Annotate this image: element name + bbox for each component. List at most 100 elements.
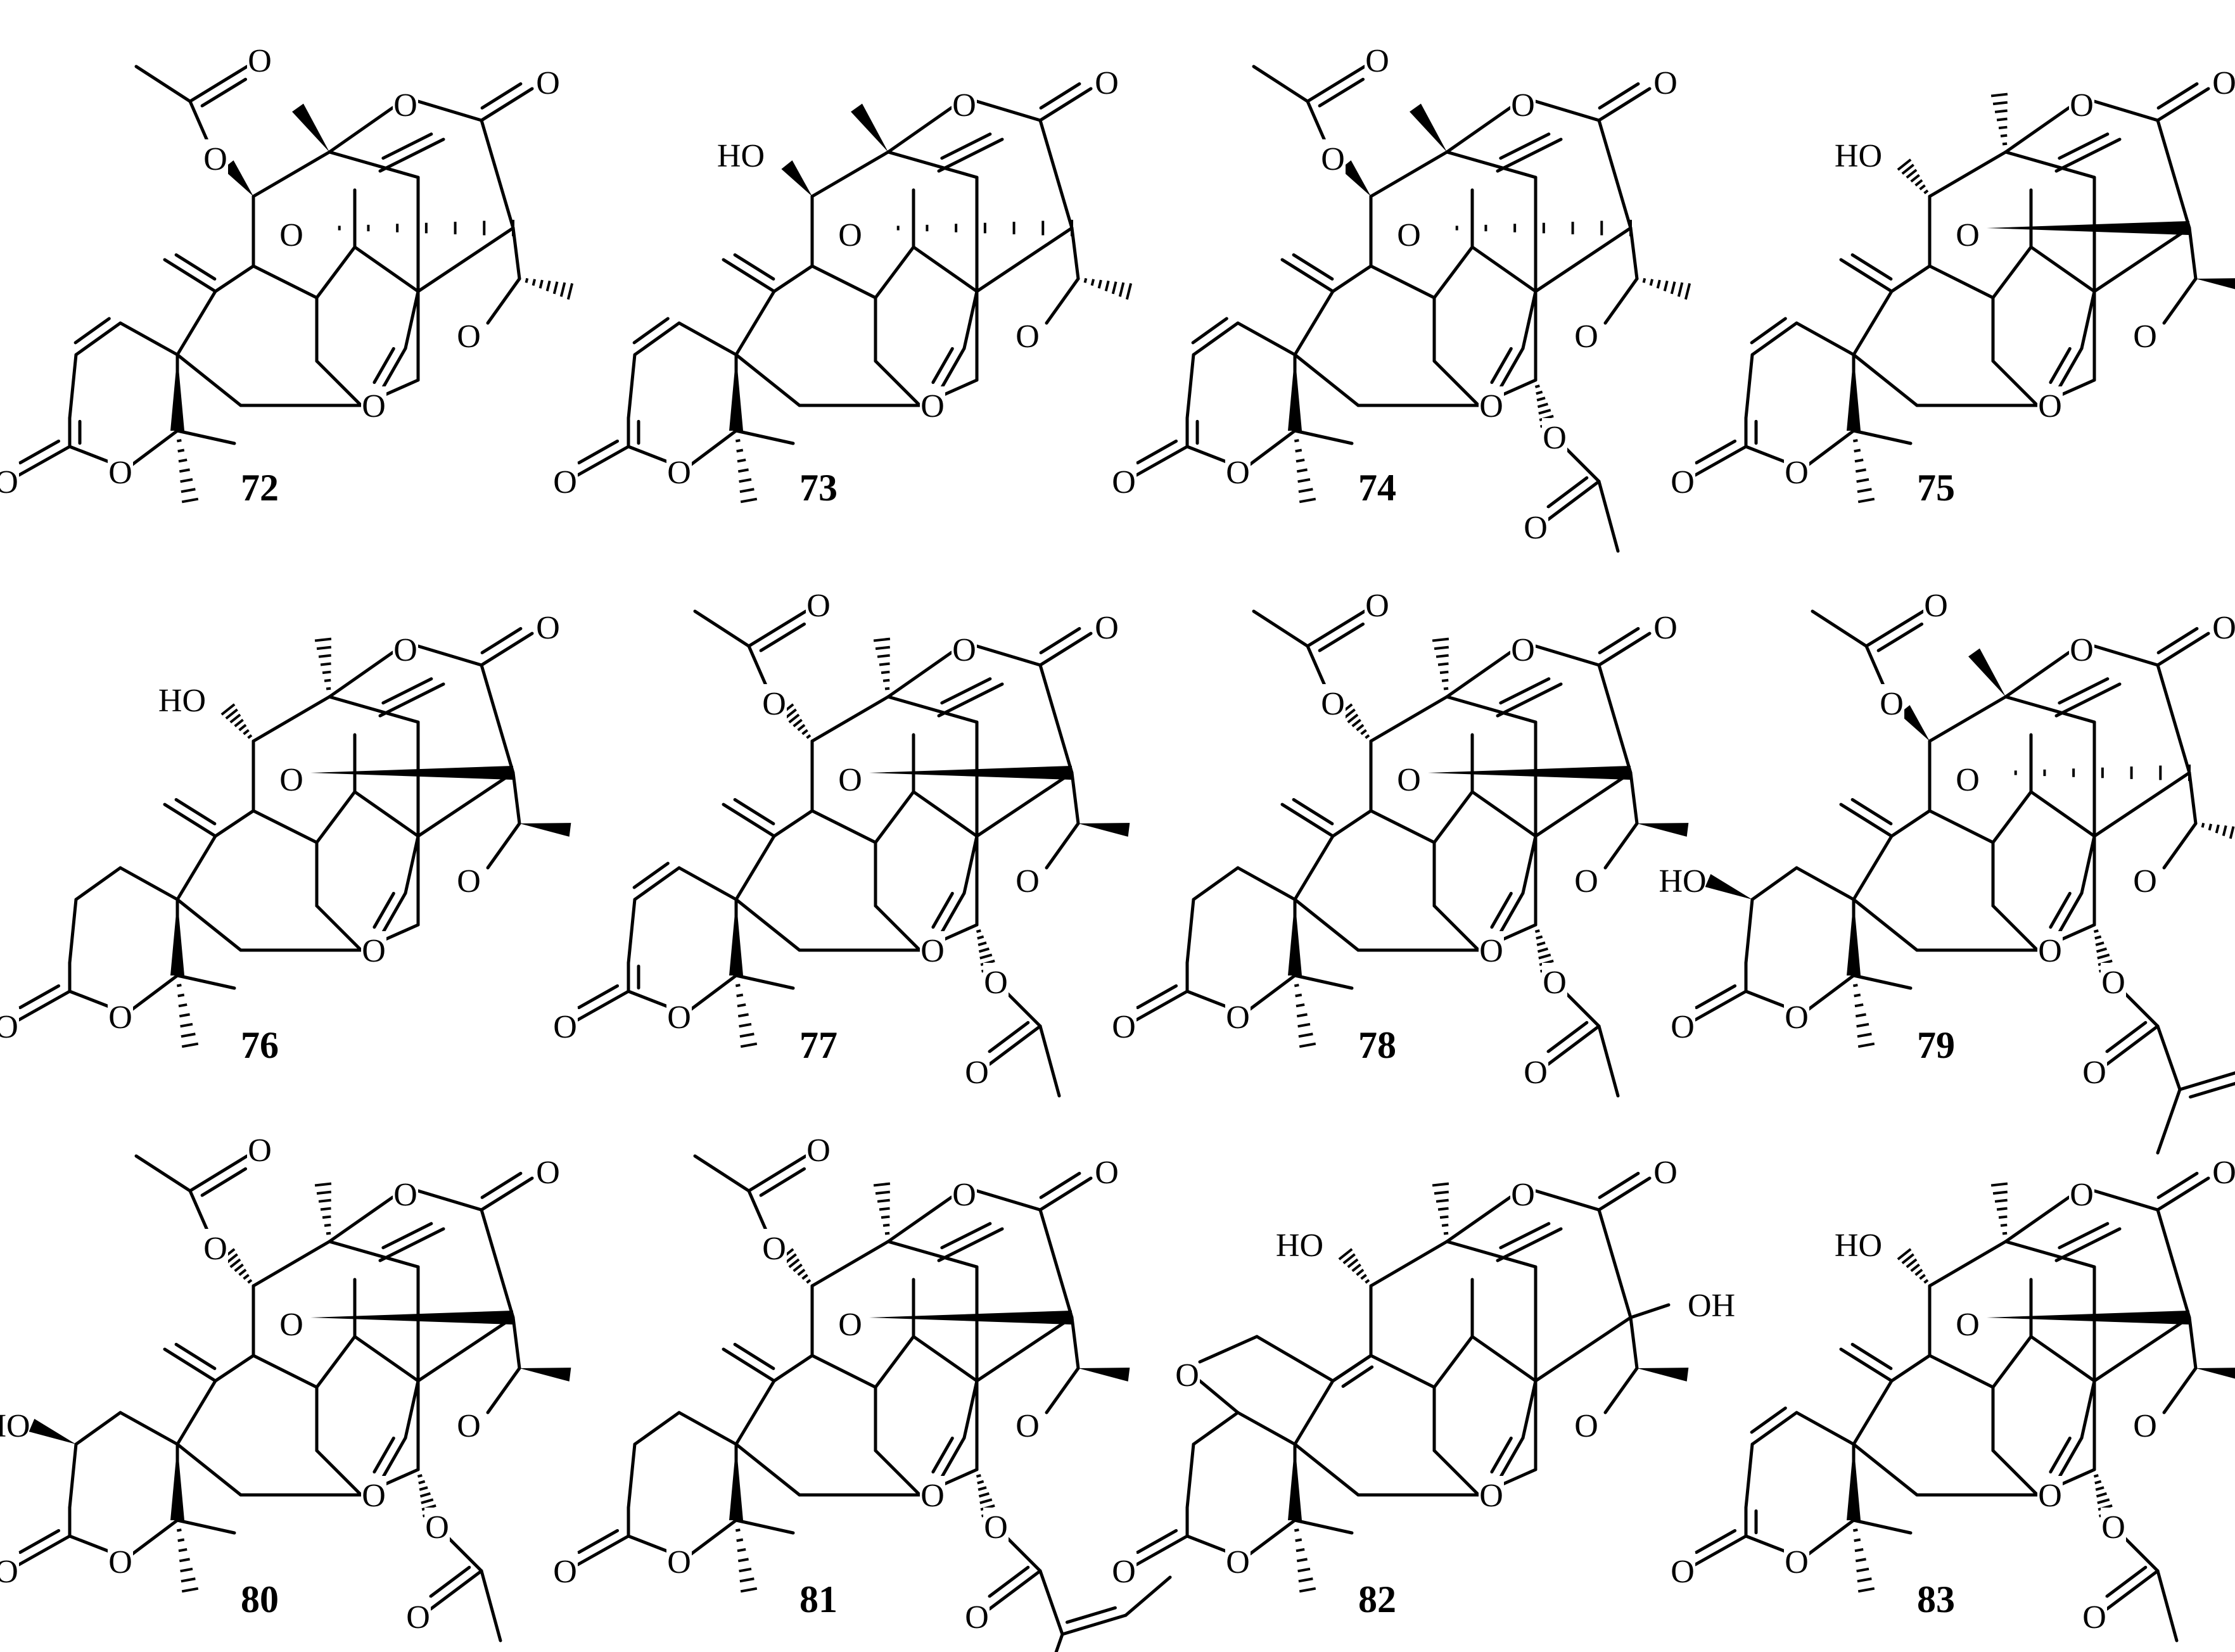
top-lactone-o: O bbox=[952, 87, 976, 124]
gem-methyl bbox=[734, 1518, 795, 1535]
lower-lactone-carbonyl bbox=[937, 1436, 966, 1484]
exo-methylene-inner bbox=[174, 253, 217, 281]
c15-methyl-wedge bbox=[1078, 1368, 1130, 1382]
c11-hydroxyl: HO bbox=[717, 138, 765, 174]
c4-wedge bbox=[1288, 355, 1302, 431]
lower-lactone-o: O bbox=[457, 863, 481, 899]
ring-b-bond bbox=[734, 898, 801, 952]
lower-lactone-bond bbox=[962, 1379, 979, 1440]
c7-angelate-carbonyl-inner bbox=[988, 1565, 1030, 1598]
ring-a-bond bbox=[1242, 1518, 1297, 1560]
c12-methyl-hashed bbox=[1432, 1182, 1449, 1235]
top-lactone-bond bbox=[328, 651, 395, 699]
ring-a-bond bbox=[633, 1411, 681, 1446]
ether-ring-o: O bbox=[1175, 1357, 1199, 1394]
top-lactone-carbonyl-inner bbox=[1598, 626, 1640, 654]
ring-a-bond bbox=[1801, 974, 1856, 1015]
top-lactone-carbonyl bbox=[1038, 87, 1093, 122]
top-lactone-carbonyl-o: O bbox=[1653, 610, 1678, 646]
cage-methylene bbox=[937, 1227, 1004, 1262]
lower-lactone-carbonyl bbox=[2054, 1436, 2084, 1484]
c11-acetate-carbonyl bbox=[1864, 609, 1925, 648]
c11-acetate-carbonyl-inner bbox=[200, 77, 248, 108]
ring-b-bond bbox=[315, 904, 363, 952]
lactone-carbonyl bbox=[1135, 1534, 1189, 1566]
c7-acetate-carbonyl-inner bbox=[988, 1020, 1030, 1053]
lower-lactone-carbonyl-inner bbox=[931, 891, 954, 929]
top-lactone-carbonyl-inner bbox=[1039, 626, 1081, 654]
gem-methyl-hashed bbox=[735, 1528, 758, 1593]
ring-b-bond bbox=[1331, 264, 1373, 293]
lower-lactone-carbonyl-o: O bbox=[1479, 388, 1503, 424]
c7-angelate-ester-o: O bbox=[984, 1509, 1008, 1546]
ring-b-bond bbox=[315, 1449, 363, 1497]
compound-80: OOHOOOOOOOOOO80 bbox=[0, 1131, 571, 1642]
gem-methyl bbox=[1852, 429, 1913, 445]
ring-a-bond bbox=[1795, 866, 1856, 901]
c11-acetate-carbonyl bbox=[1306, 65, 1366, 103]
top-lactone-carbonyl bbox=[1597, 632, 1652, 667]
ring-c-bond bbox=[1991, 790, 2033, 844]
cage-methylene-inner bbox=[2058, 677, 2110, 705]
lactone-carbonyl-inner bbox=[577, 1528, 620, 1554]
exo-methylene-inner bbox=[1850, 797, 1893, 825]
lower-lactone-bond bbox=[1045, 277, 1080, 325]
ring-c-bond bbox=[2029, 790, 2096, 838]
lower-lactone-carbonyl bbox=[378, 346, 407, 395]
top-lactone-bond bbox=[480, 1208, 515, 1319]
ring-a-enone-inner bbox=[632, 861, 670, 889]
lower-lactone-bond bbox=[486, 1366, 521, 1414]
ring-a-enone-inner bbox=[73, 317, 111, 345]
top-lactone-carbonyl-inner bbox=[1039, 82, 1081, 110]
c4-wedge bbox=[170, 355, 184, 431]
ring-c-bond bbox=[2029, 245, 2096, 293]
c11-acetate-methyl bbox=[693, 1154, 751, 1193]
ring-c-bond bbox=[810, 1240, 890, 1288]
ring-a-enone bbox=[1192, 321, 1240, 357]
cage-methylene-inner bbox=[381, 677, 433, 705]
top-lactone-bond bbox=[886, 651, 953, 699]
lower-lactone-o: O bbox=[1574, 319, 1598, 355]
c7-acetate-carbonyl bbox=[988, 1024, 1042, 1066]
c11-acetate-carbonyl bbox=[747, 1154, 808, 1193]
ring-c-bond bbox=[2004, 695, 2096, 724]
lower-lactone-bond bbox=[1629, 771, 1639, 825]
c4-wedge bbox=[1847, 899, 1861, 975]
c12-methyl-wedge bbox=[292, 103, 329, 152]
c15-methyl-wedge bbox=[2196, 1368, 2235, 1379]
lactone-carbonyl-o: O bbox=[0, 464, 18, 500]
ring-a-bond bbox=[74, 1411, 122, 1446]
top-lactone-carbonyl bbox=[480, 632, 534, 667]
c15-methyl-wedge bbox=[519, 1368, 571, 1382]
ring-b-bond bbox=[252, 809, 319, 844]
lower-lactone-bond bbox=[2080, 1379, 2096, 1440]
top-lactone-o: O bbox=[2070, 632, 2094, 668]
compound-label: 76 bbox=[241, 1024, 279, 1066]
c7-angelate-alkene-inner bbox=[1065, 1606, 1117, 1624]
top-lactone-carbonyl-o: O bbox=[1095, 610, 1119, 646]
ring-a-bond bbox=[677, 1411, 738, 1446]
ring-a-enone bbox=[74, 321, 122, 357]
top-lactone-carbonyl-o: O bbox=[1653, 65, 1678, 101]
ring-alkene-inner bbox=[1341, 1365, 1374, 1388]
cage-methylene-inner bbox=[940, 132, 992, 160]
ether-bridge-o: O bbox=[1397, 762, 1421, 798]
gem-methyl bbox=[175, 974, 236, 990]
c11-hashed bbox=[1338, 1248, 1370, 1284]
c7-angelate-alkene bbox=[1060, 1613, 1128, 1636]
ring-c-bond bbox=[1432, 245, 1474, 300]
ring-a-bond bbox=[1293, 289, 1335, 357]
ring-a-bond bbox=[74, 866, 122, 901]
top-lactone-o: O bbox=[2070, 1177, 2094, 1213]
lower-lactone-bond bbox=[404, 834, 420, 895]
c15-methyl-wedge bbox=[2196, 278, 2235, 289]
compound-label: 81 bbox=[799, 1579, 837, 1620]
ring-c-bond bbox=[1445, 695, 1538, 724]
ring-a-bond bbox=[627, 898, 637, 965]
lactone-carbonyl-inner bbox=[18, 439, 61, 465]
gem-methyl-hashed bbox=[1852, 984, 1875, 1048]
ring-a-enone bbox=[1750, 1411, 1799, 1446]
